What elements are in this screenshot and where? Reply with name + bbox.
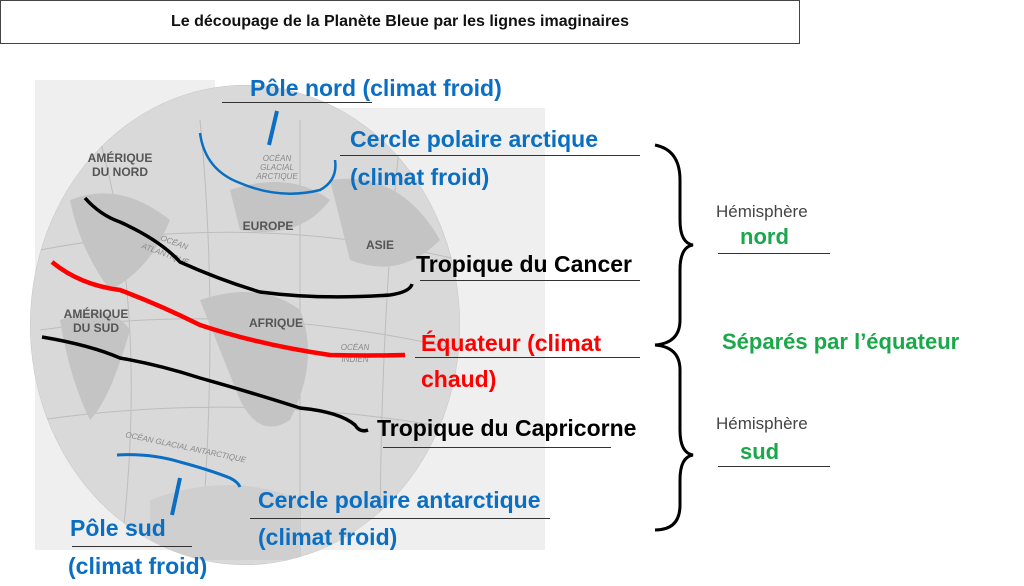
south-pole-pointer (170, 477, 182, 516)
arctic-circle-climate: (climat froid) (350, 164, 490, 190)
answer-line (72, 546, 192, 547)
equator-label: Équateur (climat (421, 330, 602, 356)
antarctic-circle-label: Cercle polaire antarctique (258, 487, 541, 513)
equator-line (50, 260, 406, 358)
north-hemisphere-value: nord (740, 224, 789, 249)
answer-line (340, 155, 640, 156)
answer-line (420, 280, 640, 281)
tropic-of-capricorn-line (41, 335, 369, 433)
map-label-africa: AFRIQUE (249, 316, 303, 330)
answer-line (415, 357, 640, 358)
south-brace (654, 343, 694, 532)
map-label-europe: EUROPE (243, 219, 294, 233)
south-pole-climate: (climat froid) (68, 553, 208, 579)
north-pole-label: Pôle nord (climat froid) (250, 75, 502, 101)
north-pole-pointer (267, 110, 279, 146)
tropic-of-cancer-line (83, 196, 414, 299)
south-hemisphere-value: sud (740, 439, 780, 464)
north-brace (654, 143, 694, 347)
tropic-of-cancer-label: Tropique du Cancer (416, 251, 632, 277)
antarctic-circle-climate: (climat froid) (258, 524, 398, 550)
equator-climate: chaud) (421, 366, 497, 392)
north-hemisphere-label: Hémisphère (716, 202, 808, 221)
equator-separator-text: Séparés par l’équateur (722, 329, 960, 354)
arctic-circle-label: Cercle polaire arctique (350, 126, 598, 152)
map-label-asia: ASIE (366, 238, 394, 252)
answer-line (718, 253, 830, 254)
antarctic-circle-line (116, 453, 242, 488)
page-title: Le découpage de la Planète Bleue par les… (171, 13, 629, 30)
answer-line (383, 447, 611, 448)
south-hemisphere-label: Hémisphère (716, 414, 808, 433)
answer-line (222, 102, 372, 103)
arctic-circle-line (198, 132, 337, 195)
answer-line (718, 466, 830, 467)
answer-line (250, 518, 550, 519)
south-pole-label: Pôle sud (70, 515, 166, 541)
title-box: Le découpage de la Planète Bleue par les… (0, 0, 800, 44)
tropic-of-capricorn-label: Tropique du Capricorne (377, 415, 637, 441)
